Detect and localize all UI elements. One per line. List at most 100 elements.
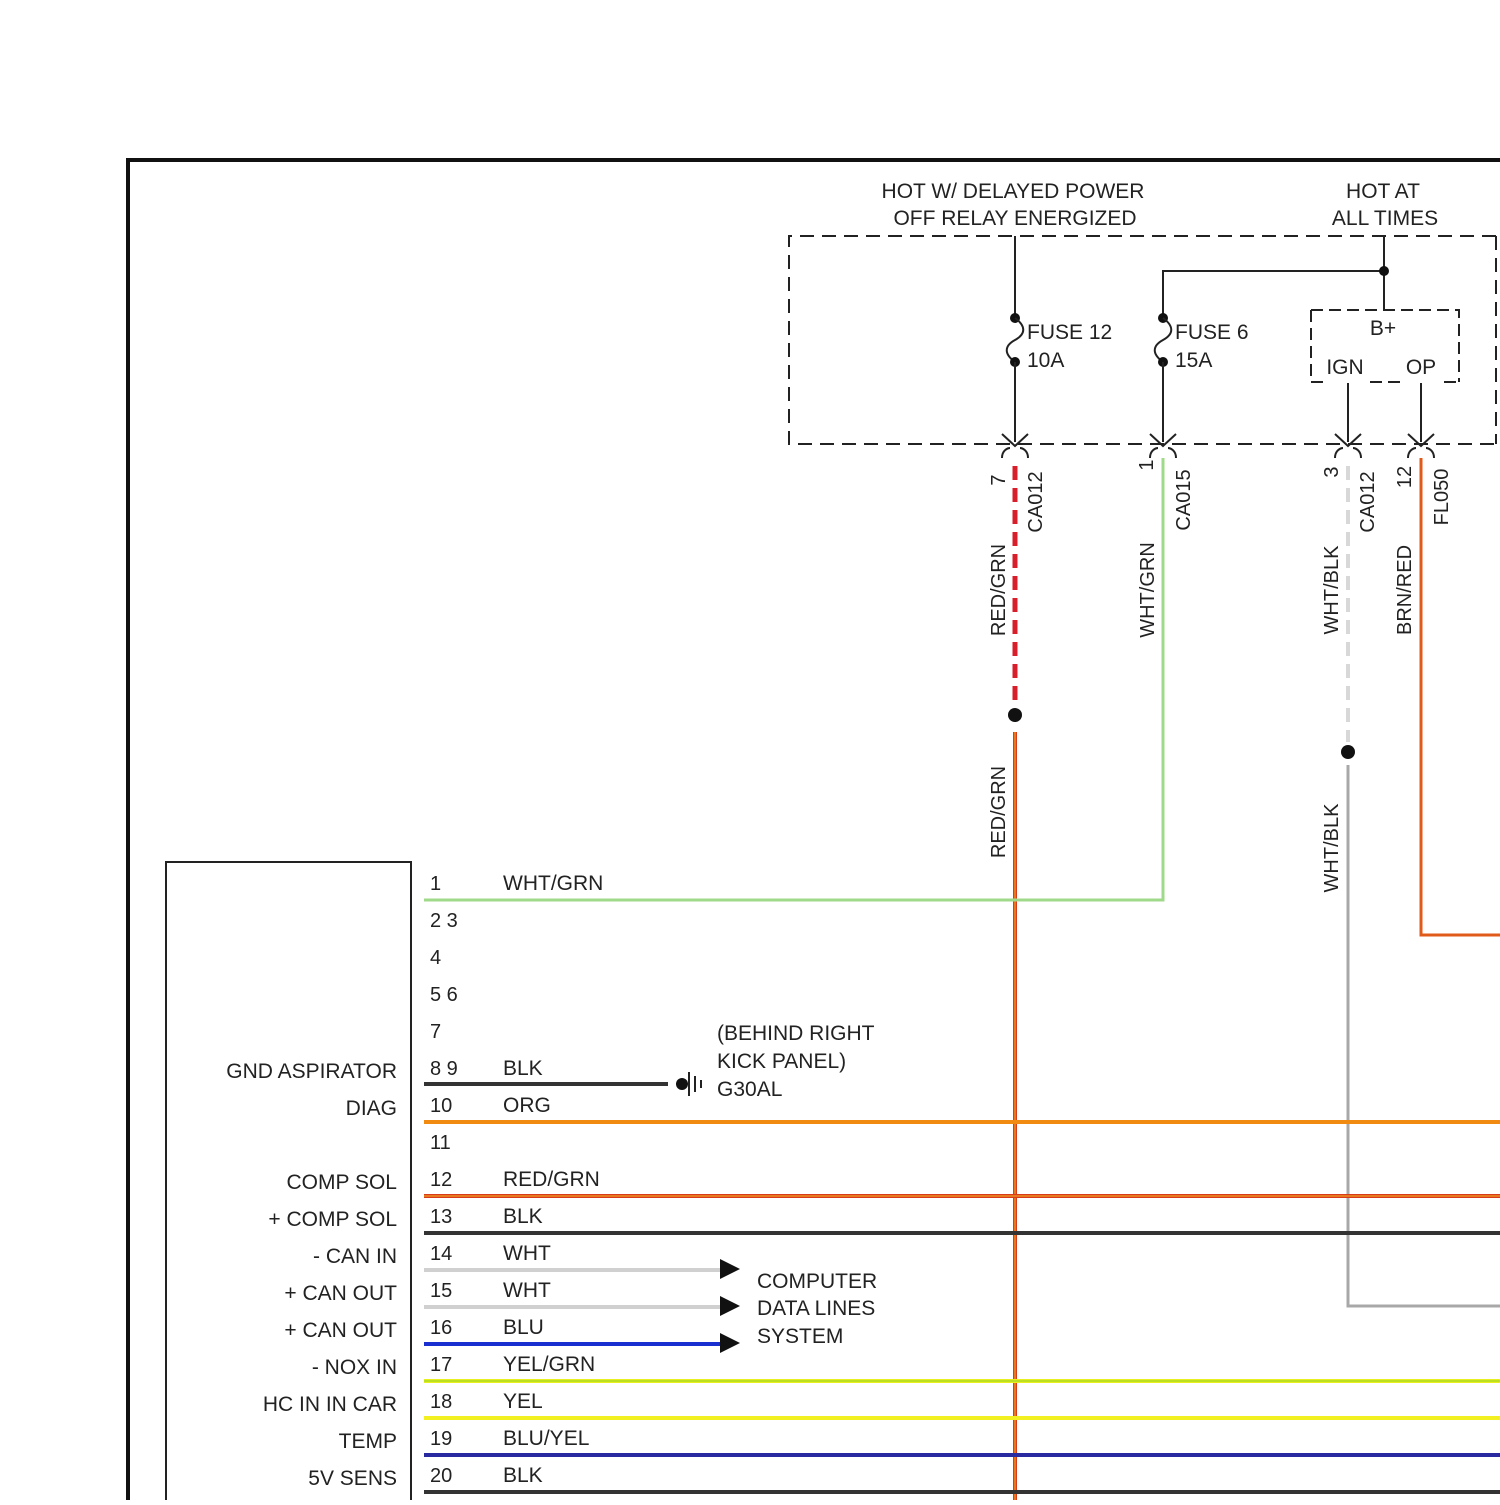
pin-number: 11	[430, 1132, 451, 1154]
module-pin-row: 1 WHT/GRN	[418, 872, 603, 895]
module-pin-row: 7	[418, 1021, 441, 1043]
data-lines-label-2: DATA LINES	[757, 1297, 875, 1320]
pin-function-label: + CAN OUT	[284, 1319, 397, 1342]
module-pin-row: 10 ORG DIAG	[346, 1094, 1500, 1122]
pin-function-label: TEMP	[339, 1430, 397, 1453]
fuse6-rating: 15A	[1175, 349, 1212, 372]
pin-wire-color: BLU/YEL	[503, 1427, 589, 1450]
bplus-op-label: OP	[1406, 356, 1436, 379]
module-pin-row: 12 RED/GRN COMP SOL	[287, 1168, 1500, 1196]
pin-function-label: + COMP SOL	[268, 1208, 397, 1231]
pin-number: 12	[430, 1169, 452, 1191]
drop-pin-1: 1	[1136, 459, 1158, 470]
fuse6-name: FUSE 6	[1175, 321, 1249, 344]
drop-wire-wht-grn: WHT/GRN	[1137, 542, 1159, 638]
module-pin-rows: 1 WHT/GRN 2 3 4 5 6 7 8 9 BLK GND ASPIRATOR 10 ORG…	[226, 872, 1500, 1492]
fuse6-icon	[1155, 318, 1172, 362]
pin-function-label: DIAG	[346, 1097, 397, 1120]
pin-function-label: COMP SOL	[287, 1171, 397, 1194]
pin-function-label: + CAN OUT	[284, 1282, 397, 1305]
pin-function-label: GND ASPIRATOR	[226, 1060, 397, 1083]
fuse6-feed	[1163, 236, 1384, 318]
module-pin-row: 17 YEL/GRN - NOX IN	[312, 1353, 1500, 1381]
drop-pin-12: 12	[1394, 466, 1416, 488]
pin-number: 2 3	[430, 910, 458, 932]
pin-number: 7	[430, 1021, 441, 1043]
red-grn-splice	[1008, 708, 1022, 722]
bplus-split-node	[1379, 266, 1389, 276]
data-lines-label-1: COMPUTER	[757, 1270, 877, 1293]
module-pin-row: 20 BLK 5V SENS	[308, 1464, 1500, 1492]
module-pin-row: 18 YEL HC IN IN CAR	[263, 1390, 1500, 1418]
red-grn-lower-label: RED/GRN	[988, 766, 1010, 858]
pin-number: 20	[430, 1465, 452, 1487]
drop-wire-brn-red: BRN/RED	[1394, 545, 1416, 635]
delayed-power-label-line1: HOT W/ DELAYED POWER	[882, 180, 1145, 203]
pin-wire-color: WHT	[503, 1279, 551, 1302]
pin-number: 19	[430, 1428, 452, 1450]
pin-number: 10	[430, 1095, 452, 1117]
drop-wire-wht-blk: WHT/BLK	[1321, 545, 1343, 635]
pin-wire-color: YEL	[503, 1390, 543, 1413]
fuse12-name: FUSE 12	[1027, 321, 1112, 344]
bplus-ign-label: IGN	[1326, 356, 1363, 379]
module-pin-row: 2 3	[418, 910, 458, 932]
drop-connector-fl050: FL050	[1431, 469, 1453, 526]
pin-wire-color: BLK	[503, 1057, 543, 1080]
fuse12-rating: 10A	[1027, 349, 1064, 372]
data-arrow-icon-16	[720, 1333, 740, 1353]
pin-wire-color: ORG	[503, 1094, 551, 1117]
ground-location-line1: (BEHIND RIGHT	[717, 1022, 875, 1045]
pin-wire-color: BLK	[503, 1464, 543, 1487]
pin-wire-color: BLK	[503, 1205, 543, 1228]
module-pin-row: 4	[418, 947, 441, 969]
fuse-box-outline	[789, 236, 1496, 444]
data-arrow-icon-14	[720, 1259, 740, 1279]
hot-at-all-times-line2: ALL TIMES	[1332, 207, 1438, 230]
pin-number: 14	[430, 1243, 452, 1265]
module-pin-row: 16 BLU + CAN OUT	[284, 1316, 722, 1344]
module-pin-row: 8 9 BLK GND ASPIRATOR	[226, 1057, 542, 1083]
drop-pin-7: 7	[988, 474, 1010, 485]
module-pin-row: 13 BLK + COMP SOL	[268, 1205, 1500, 1233]
fuse12-icon	[1007, 318, 1024, 362]
hot-at-all-times-line1: HOT AT	[1346, 180, 1420, 203]
pin-wire-color: WHT/GRN	[503, 872, 603, 895]
pin-number: 13	[430, 1206, 452, 1228]
pin-function-label: - NOX IN	[312, 1356, 397, 1379]
data-lines-label-3: SYSTEM	[757, 1325, 843, 1348]
wht-blk-lower-label: WHT/BLK	[1321, 803, 1343, 893]
pin-function-label: 5V SENS	[308, 1467, 397, 1490]
pin-number: 16	[430, 1317, 452, 1339]
module-pin-row: 14 WHT - CAN IN	[313, 1242, 722, 1270]
wht-blk-splice	[1341, 745, 1355, 759]
module-pin-row: 19 BLU/YEL TEMP	[339, 1427, 1500, 1455]
data-arrow-icon-15	[720, 1296, 740, 1316]
ground-location-line2: KICK PANEL)	[717, 1050, 846, 1073]
pin-wire-color: BLU	[503, 1316, 544, 1339]
drop-connector-ca012-a: CA012	[1025, 471, 1047, 532]
pin-number: 8 9	[430, 1058, 458, 1080]
drop-pin-3: 3	[1321, 466, 1343, 477]
pin-wire-color: RED/GRN	[503, 1168, 600, 1191]
pin-function-label: - CAN IN	[313, 1245, 397, 1268]
pin-wire-color: WHT	[503, 1242, 551, 1265]
pin-number: 5 6	[430, 984, 458, 1006]
drop-connectors	[1002, 434, 1434, 458]
pin-number: 18	[430, 1391, 452, 1413]
module-pin-row: 11	[418, 1132, 451, 1154]
module-pin-row: 5 6	[418, 984, 458, 1006]
pin-number: 15	[430, 1280, 452, 1302]
pin-function-label: HC IN IN CAR	[263, 1393, 397, 1416]
ground-id: G30AL	[717, 1078, 782, 1101]
pin-wire-color: YEL/GRN	[503, 1353, 595, 1376]
pin-number: 1	[430, 873, 441, 895]
brn-red-wire	[1421, 458, 1500, 935]
pin-number: 17	[430, 1354, 452, 1376]
ground-symbol-icon	[676, 1072, 701, 1096]
drop-wire-red-grn: RED/GRN	[988, 544, 1010, 636]
drop-connector-ca012-b: CA012	[1357, 471, 1379, 532]
delayed-power-label-line2: OFF RELAY ENERGIZED	[893, 207, 1136, 230]
